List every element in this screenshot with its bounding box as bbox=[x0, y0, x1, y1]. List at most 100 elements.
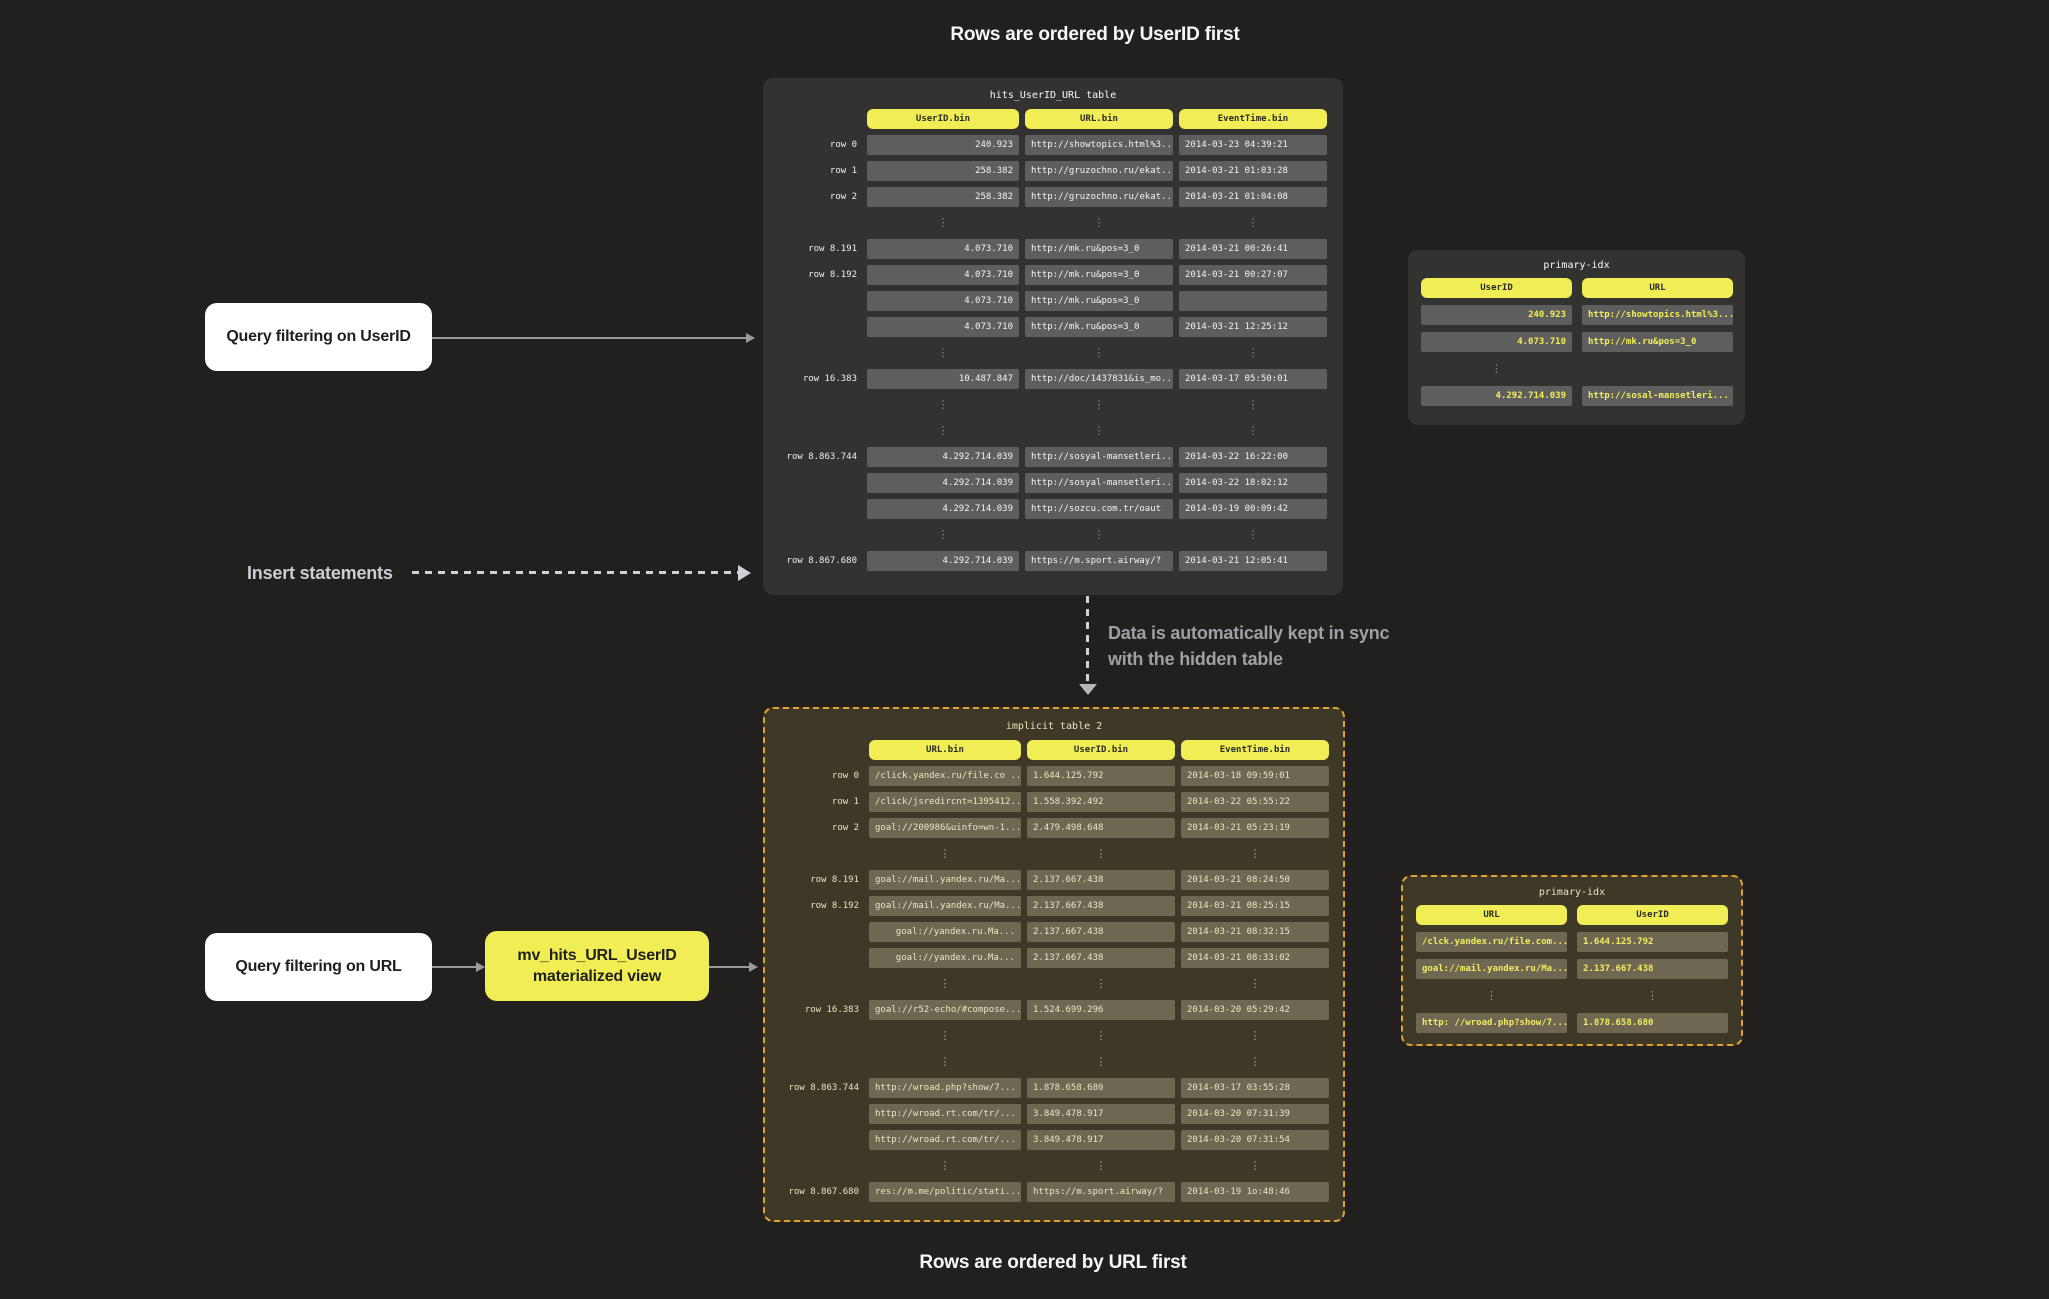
sync-arrowhead-icon bbox=[1079, 684, 1097, 695]
row-label: row 1 bbox=[829, 166, 857, 176]
table-cell: 4.073.710 bbox=[867, 239, 1019, 259]
table-cell: http://wroad.rt.com/tr/... bbox=[869, 1104, 1021, 1124]
table-cell: http://gruzochno.ru/ekat... bbox=[1025, 161, 1173, 181]
table-cell: 2014-03-17 05:50:01 bbox=[1179, 369, 1327, 389]
column-header: UserID bbox=[1577, 905, 1728, 925]
header-spacer bbox=[773, 109, 861, 129]
table-cell: http://mk.ru&pos=3_0 bbox=[1025, 291, 1173, 311]
row-label bbox=[775, 922, 863, 942]
ellipsis-marker: ⋮ bbox=[939, 1029, 951, 1042]
table-cell: http://mk.ru&pos=3_0 bbox=[1025, 317, 1173, 337]
table-cell: 2014-03-21 12:05:41 bbox=[1179, 551, 1327, 571]
row-label: row 16.383 bbox=[802, 374, 857, 384]
table-cell bbox=[1179, 291, 1327, 311]
table-cell: 2014-03-22 05:55:22 bbox=[1181, 792, 1329, 812]
ellipsis-marker: ⋮ bbox=[1249, 847, 1261, 860]
row-label: row 8.192 bbox=[810, 901, 859, 911]
table-cell: 2.479.498.648 bbox=[1027, 818, 1175, 838]
materialized-view-subtitle: materialized view bbox=[532, 968, 662, 985]
table-cell: 2014-03-22 16:22:00 bbox=[1179, 447, 1327, 467]
insert-statements-arrowhead-icon bbox=[738, 565, 751, 581]
table-cell: http://gruzochno.ru/ekat... bbox=[1025, 187, 1173, 207]
row-label bbox=[773, 473, 861, 493]
query-userid-arrow-line bbox=[432, 337, 746, 339]
table-cell: http: //wroad.php?show/7... bbox=[1416, 1013, 1567, 1033]
mv-arrowhead-icon bbox=[749, 962, 758, 972]
table-cell: 4.073.710 bbox=[867, 291, 1019, 311]
query-url-arrowhead-icon bbox=[476, 962, 485, 972]
table-cell: 3.849.478.917 bbox=[1027, 1130, 1175, 1150]
ellipsis-marker: ⋮ bbox=[939, 847, 951, 860]
table-cell: /clck.yandex.ru/file.com... bbox=[1416, 932, 1567, 952]
ellipsis-marker: ⋮ bbox=[1491, 362, 1502, 375]
ellipsis-marker: ⋮ bbox=[939, 1159, 951, 1172]
table-cell: 4.292.714.039 bbox=[1421, 386, 1572, 406]
row-label bbox=[773, 395, 861, 415]
table-title: primary-idx bbox=[1543, 260, 1610, 271]
insert-statements-label: Insert statements bbox=[247, 563, 393, 583]
column-header: EventTime.bin bbox=[1179, 109, 1327, 129]
row-label bbox=[773, 291, 861, 311]
query-userid-callout: Query filtering on UserID bbox=[205, 303, 432, 371]
table-cell: 2014-03-20 05:29:42 bbox=[1181, 1000, 1329, 1020]
row-label: row 2 bbox=[829, 192, 857, 202]
table-cell: 2014-03-21 00:26:41 bbox=[1179, 239, 1327, 259]
row-label bbox=[773, 499, 861, 519]
ellipsis-marker: ⋮ bbox=[1647, 989, 1658, 1002]
table-cell: 2.137.667.438 bbox=[1027, 922, 1175, 942]
row-label: row 8.191 bbox=[808, 244, 857, 254]
materialized-view-name: mv_hits_URL_UserID bbox=[517, 947, 677, 964]
ellipsis-marker: ⋮ bbox=[1093, 216, 1105, 229]
row-label bbox=[775, 1156, 863, 1176]
table-cell: 2014-03-20 07:31:39 bbox=[1181, 1104, 1329, 1124]
table-cell: /click.yandex.ru/file.co ... bbox=[869, 766, 1021, 786]
ellipsis-marker: ⋮ bbox=[937, 216, 949, 229]
table-cell: http://showtopics.html%3... bbox=[1582, 305, 1733, 325]
ellipsis-marker: ⋮ bbox=[937, 424, 949, 437]
ellipsis-marker bbox=[1582, 359, 1733, 379]
ellipsis-marker: ⋮ bbox=[939, 977, 951, 990]
row-label: row 0 bbox=[831, 771, 859, 781]
table-cell: 4.292.714.039 bbox=[867, 447, 1019, 467]
table-cell: https://m.sport.airway/? bbox=[1027, 1182, 1175, 1202]
ellipsis-marker: ⋮ bbox=[1247, 528, 1259, 541]
table-cell: 2014-03-23 04:39:21 bbox=[1179, 135, 1327, 155]
row-label bbox=[775, 974, 863, 994]
table-cell: 240.923 bbox=[1421, 305, 1572, 325]
ellipsis-marker: ⋮ bbox=[1486, 989, 1497, 1002]
ellipsis-marker: ⋮ bbox=[1093, 398, 1105, 411]
top-title: Rows are ordered by UserID first bbox=[950, 24, 1240, 45]
table-cell: 258.382 bbox=[867, 161, 1019, 181]
column-header: UserID.bin bbox=[867, 109, 1019, 129]
ellipsis-marker: ⋮ bbox=[1093, 528, 1105, 541]
column-header: URL.bin bbox=[1025, 109, 1173, 129]
row-label: row 16.383 bbox=[804, 1005, 859, 1015]
table-cell: 4.292.714.039 bbox=[867, 473, 1019, 493]
row-label bbox=[775, 1130, 863, 1150]
row-label bbox=[773, 525, 861, 545]
table-cell: 2014-03-19 1o:48:46 bbox=[1181, 1182, 1329, 1202]
column-header: URL bbox=[1416, 905, 1567, 925]
ellipsis-marker: ⋮ bbox=[937, 346, 949, 359]
table-cell: 2.137.667.438 bbox=[1577, 959, 1728, 979]
table-cell: 2.137.667.438 bbox=[1027, 948, 1175, 968]
ellipsis-marker: ⋮ bbox=[939, 1055, 951, 1068]
table-cell: http://wroad.php?show/7... bbox=[869, 1078, 1021, 1098]
table-cell: 4.073.710 bbox=[1421, 332, 1572, 352]
table-cell: goal://mail.yandex.ru/Ma... bbox=[1416, 959, 1567, 979]
table-cell: 240.923 bbox=[867, 135, 1019, 155]
table-cell: 2014-03-21 08:25:15 bbox=[1181, 896, 1329, 916]
ellipsis-marker: ⋮ bbox=[1247, 424, 1259, 437]
sync-dashed-arrow-line bbox=[1086, 596, 1089, 684]
column-header: UserID bbox=[1421, 278, 1572, 298]
ellipsis-marker: ⋮ bbox=[1249, 977, 1261, 990]
header-spacer bbox=[775, 740, 863, 760]
ellipsis-marker: ⋮ bbox=[1095, 1159, 1107, 1172]
row-label: row 8.863.744 bbox=[786, 452, 857, 462]
table-cell: 1.524.699.296 bbox=[1027, 1000, 1175, 1020]
